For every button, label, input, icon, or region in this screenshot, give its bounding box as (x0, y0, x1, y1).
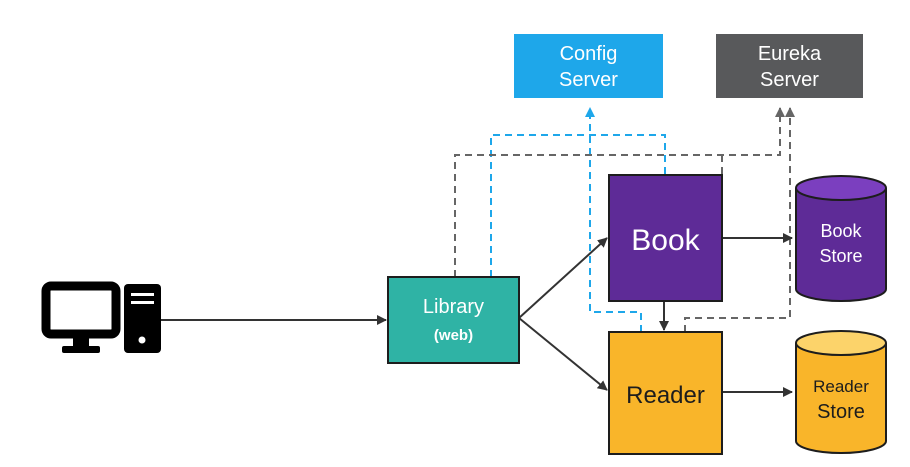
library-label: Library (423, 296, 484, 318)
config-server-label-line2: Server (559, 69, 618, 91)
book-store-label-line1: Book (820, 221, 862, 241)
book-label: Book (631, 224, 700, 257)
eureka-server-connections (454, 107, 795, 332)
library-node: Library (web) (387, 276, 520, 364)
solid-connections (160, 233, 793, 397)
reader-store-node: Reader Store (795, 330, 887, 454)
edge-library-book (518, 237, 608, 319)
eureka-server-label-line1: Eureka (758, 43, 822, 65)
config-server-connections (490, 107, 666, 332)
reader-store-label-line2: Store (817, 401, 865, 423)
reader-node: Reader (608, 331, 723, 455)
library-sublabel: (web) (434, 327, 473, 344)
edge-reader-eureka (684, 107, 795, 332)
desktop-computer-icon (41, 281, 161, 353)
edge-library-config (490, 134, 666, 277)
eureka-server-label-line2: Server (760, 69, 819, 91)
book-store-label-line2: Store (819, 246, 862, 266)
edge-library-eureka (454, 107, 785, 277)
book-node: Book (608, 174, 723, 302)
reader-store-label-line1: Reader (813, 377, 869, 396)
config-server-node: Config Server (514, 34, 663, 98)
eureka-server-node: Eureka Server (716, 34, 863, 98)
edge-library-reader (518, 317, 608, 391)
book-store-node: Book Store (795, 175, 887, 302)
reader-label: Reader (626, 382, 705, 409)
config-server-label-line1: Config (560, 43, 618, 65)
edge-reader-config (585, 107, 642, 332)
